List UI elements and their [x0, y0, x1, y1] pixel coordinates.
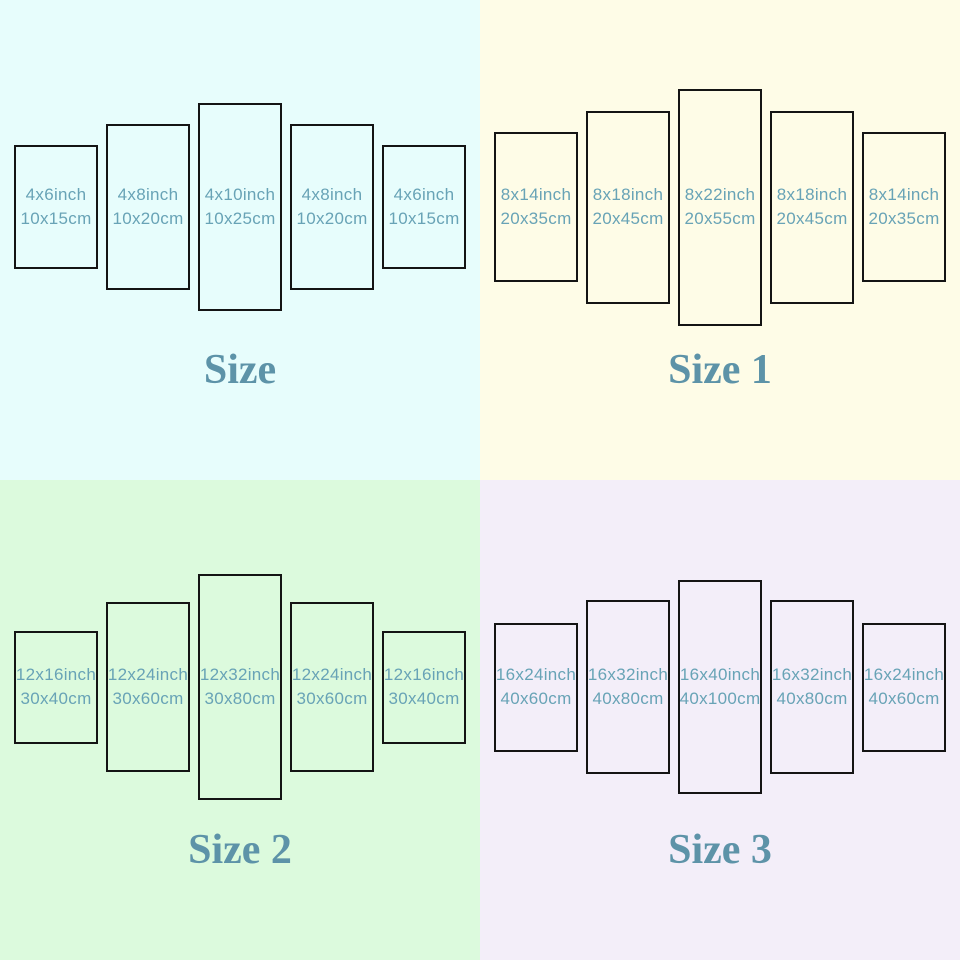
- panel-inch-label: 16x24inch: [863, 665, 945, 684]
- panel-cm-label: 20x45cm: [776, 209, 848, 228]
- size-caption: Size 2: [188, 827, 292, 873]
- panel-cm-label: 10x15cm: [388, 209, 460, 228]
- panel-cm-label: 40x60cm: [500, 689, 572, 708]
- panel-inch-label: 12x24inch: [107, 665, 189, 684]
- panel-inch-label: 12x32inch: [199, 665, 281, 684]
- panel-cm-label: 30x60cm: [296, 689, 368, 708]
- panel-cm-label: 10x15cm: [20, 209, 92, 228]
- panel-cm-label: 40x80cm: [592, 689, 664, 708]
- panel-inch-label: 4x8inch: [301, 185, 363, 204]
- panel-row: 4x6inch 10x15cm 4x8inch 10x20cm 4x10inch…: [0, 0, 480, 414]
- panel-inch-label: 8x18inch: [592, 185, 664, 204]
- panel-row: 12x16inch 30x40cm 12x24inch 30x60cm 12x3…: [0, 480, 480, 894]
- panel-cm-label: 10x20cm: [112, 209, 184, 228]
- canvas-panel: 4x6inch 10x15cm: [382, 145, 466, 269]
- panel-cm-label: 20x45cm: [592, 209, 664, 228]
- panel-inch-label: 8x14inch: [500, 185, 572, 204]
- size-caption: Size 1: [668, 347, 772, 393]
- panel-inch-label: 12x16inch: [383, 665, 465, 684]
- canvas-panel: 4x6inch 10x15cm: [14, 145, 98, 269]
- panel-inch-label: 4x6inch: [393, 185, 455, 204]
- canvas-panel: 8x14inch 20x35cm: [862, 132, 946, 282]
- panel-cm-label: 20x35cm: [500, 209, 572, 228]
- panel-inch-label: 8x14inch: [868, 185, 940, 204]
- panel-cm-label: 30x80cm: [204, 689, 276, 708]
- panel-cm-label: 20x55cm: [684, 209, 756, 228]
- canvas-panel: 16x24inch 40x60cm: [494, 622, 578, 752]
- canvas-panel: 16x32inch 40x80cm: [770, 600, 854, 774]
- canvas-panel: 4x10inch 10x25cm: [198, 103, 282, 311]
- size-caption: Size 3: [668, 827, 772, 873]
- quadrant-size-1: 8x14inch 20x35cm 8x18inch 20x45cm 8x22in…: [480, 0, 960, 480]
- panel-cm-label: 40x100cm: [679, 689, 761, 708]
- panel-cm-label: 40x80cm: [776, 689, 848, 708]
- panel-row: 16x24inch 40x60cm 16x32inch 40x80cm 16x4…: [480, 480, 960, 894]
- panel-inch-label: 8x18inch: [776, 185, 848, 204]
- panel-inch-label: 4x8inch: [117, 185, 179, 204]
- canvas-panel: 16x40inch 40x100cm: [678, 580, 762, 794]
- canvas-panel: 8x22inch 20x55cm: [678, 88, 762, 326]
- canvas-panel: 16x32inch 40x80cm: [586, 600, 670, 774]
- quadrant-size-3: 16x24inch 40x60cm 16x32inch 40x80cm 16x4…: [480, 480, 960, 960]
- panel-cm-label: 30x60cm: [112, 689, 184, 708]
- canvas-panel: 8x14inch 20x35cm: [494, 132, 578, 282]
- canvas-panel: 12x16inch 30x40cm: [382, 630, 466, 744]
- panel-inch-label: 12x16inch: [15, 665, 97, 684]
- panel-inch-label: 16x32inch: [771, 665, 853, 684]
- panel-inch-label: 4x10inch: [204, 185, 276, 204]
- size-caption: Size: [203, 347, 277, 393]
- quadrant-size-2: 12x16inch 30x40cm 12x24inch 30x60cm 12x3…: [0, 480, 480, 960]
- canvas-panel: 8x18inch 20x45cm: [586, 110, 670, 304]
- canvas-panel: 12x24inch 30x60cm: [106, 602, 190, 772]
- panel-inch-label: 12x24inch: [291, 665, 373, 684]
- panel-cm-label: 20x35cm: [868, 209, 940, 228]
- canvas-panel: 4x8inch 10x20cm: [290, 124, 374, 290]
- panel-cm-label: 30x40cm: [388, 689, 460, 708]
- panel-inch-label: 16x32inch: [587, 665, 669, 684]
- panel-cm-label: 40x60cm: [868, 689, 940, 708]
- panel-cm-label: 30x40cm: [20, 689, 92, 708]
- canvas-panel: 12x16inch 30x40cm: [14, 630, 98, 744]
- canvas-panel: 4x8inch 10x20cm: [106, 124, 190, 290]
- panel-inch-label: 16x40inch: [679, 665, 761, 684]
- panel-inch-label: 16x24inch: [495, 665, 577, 684]
- panel-cm-label: 10x20cm: [296, 209, 368, 228]
- panel-row: 8x14inch 20x35cm 8x18inch 20x45cm 8x22in…: [480, 0, 960, 414]
- panel-inch-label: 4x6inch: [25, 185, 87, 204]
- canvas-panel: 12x32inch 30x80cm: [198, 574, 282, 800]
- panel-inch-label: 8x22inch: [684, 185, 756, 204]
- canvas-panel: 8x18inch 20x45cm: [770, 110, 854, 304]
- canvas-panel: 12x24inch 30x60cm: [290, 602, 374, 772]
- quadrant-size: 4x6inch 10x15cm 4x8inch 10x20cm 4x10inch…: [0, 0, 480, 480]
- panel-cm-label: 10x25cm: [204, 209, 276, 228]
- canvas-panel: 16x24inch 40x60cm: [862, 622, 946, 752]
